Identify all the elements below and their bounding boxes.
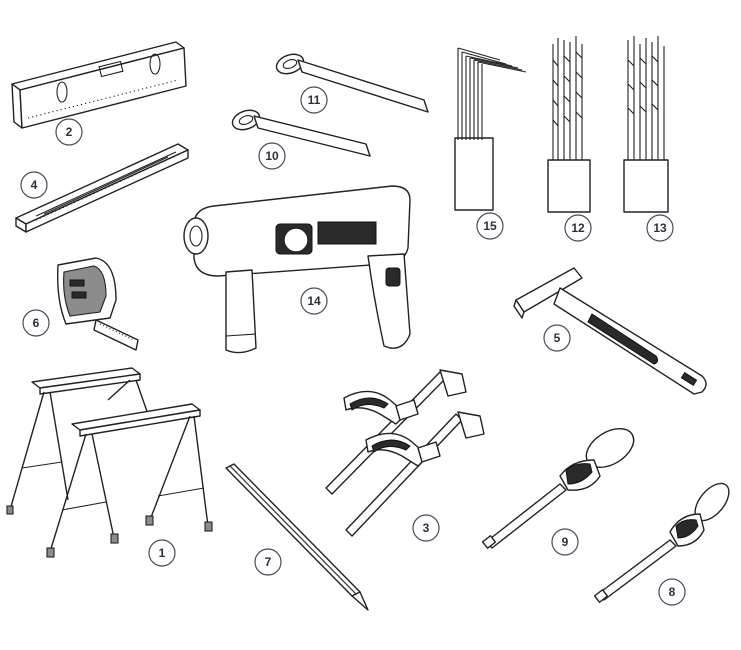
callout-12: 12 <box>564 214 592 242</box>
callout-8: 8 <box>658 578 686 606</box>
callout-14: 14 <box>300 287 328 315</box>
drill-bits-set-12-drawing <box>547 36 591 213</box>
svg-text:11: 11 <box>308 93 321 107</box>
pencil-drawing <box>225 463 369 611</box>
callout-5: 5 <box>543 324 571 352</box>
svg-text:1: 1 <box>159 546 166 560</box>
callout-9: 9 <box>551 528 579 556</box>
screwdriver-8-drawing <box>593 482 730 603</box>
callout-7: 7 <box>254 548 282 576</box>
callout-2: 2 <box>55 118 83 146</box>
svg-text:8: 8 <box>669 585 676 599</box>
spirit-level-drawing <box>11 41 187 129</box>
svg-text:9: 9 <box>562 535 569 549</box>
bar-clamps-drawing <box>325 369 485 537</box>
svg-text:7: 7 <box>265 555 272 569</box>
svg-text:5: 5 <box>554 331 561 345</box>
callout-15: 15 <box>476 212 504 240</box>
callout-11: 11 <box>300 86 328 114</box>
svg-text:4: 4 <box>31 178 38 192</box>
svg-text:6: 6 <box>33 316 40 330</box>
drill-bits-set-13-drawing <box>623 36 669 213</box>
callout-3: 3 <box>412 514 440 542</box>
callout-10: 10 <box>258 142 286 170</box>
callout-13: 13 <box>646 214 674 242</box>
callout-6: 6 <box>22 309 50 337</box>
hammer-drill-drawing <box>183 185 411 354</box>
hex-keys-drawing <box>454 47 527 211</box>
ruler-drawing <box>15 143 189 233</box>
svg-text:10: 10 <box>265 149 279 163</box>
svg-text:2: 2 <box>66 125 73 139</box>
socket-wrenches-drawing <box>231 53 429 157</box>
svg-text:13: 13 <box>653 221 667 235</box>
tape-measure-drawing <box>56 257 139 351</box>
callout-4: 4 <box>20 171 48 199</box>
sawhorses-drawing <box>6 367 213 558</box>
screwdriver-9-drawing <box>481 427 635 549</box>
svg-text:14: 14 <box>307 294 321 308</box>
hammer-drawing <box>513 267 707 395</box>
svg-text:15: 15 <box>483 219 497 233</box>
svg-text:3: 3 <box>423 521 430 535</box>
svg-text:12: 12 <box>571 221 585 235</box>
callout-1: 1 <box>148 539 176 567</box>
